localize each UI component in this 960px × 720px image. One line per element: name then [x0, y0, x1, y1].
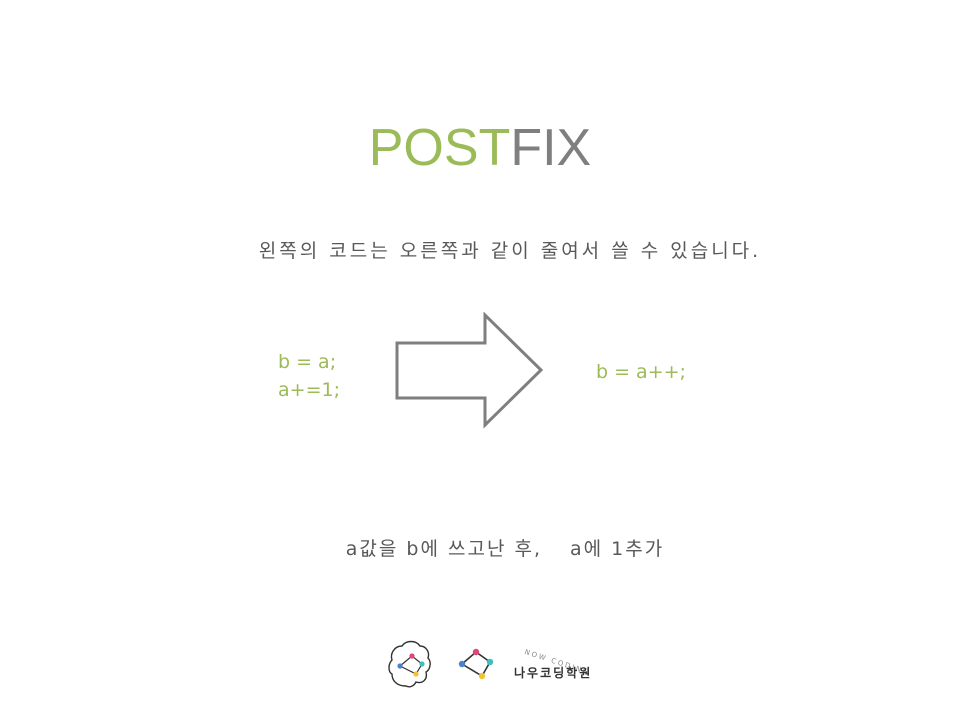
title-fix: FIX — [510, 119, 592, 177]
now-coding-mark-icon — [458, 648, 494, 680]
logo-kor-text: 나우코딩학원 — [514, 666, 593, 680]
note-part-1: a값을 b에 쓰고난 후, — [345, 538, 542, 560]
right-arrow-icon — [395, 312, 544, 429]
slide-title: POSTFIX — [0, 118, 960, 178]
brain-logo-icon — [388, 640, 431, 688]
slide-subtitle: 왼쪽의 코드는 오른쪽과 같이 줄여서 쓸 수 있습니다. — [258, 240, 762, 262]
code-left-line-1: b = a; — [278, 351, 337, 373]
note-part-2: a에 1추가 — [570, 538, 665, 560]
slide-note: a값을 b에 쓰고난 후, a에 1추가 — [0, 534, 960, 561]
logo-wordmark: NOW CODING 나우코딩학원 — [514, 648, 604, 688]
title-post: POST — [368, 119, 511, 177]
code-left: b = a; a+=1; — [278, 348, 340, 404]
code-left-line-2: a+=1; — [278, 379, 340, 401]
code-right: b = a++; — [596, 361, 686, 383]
